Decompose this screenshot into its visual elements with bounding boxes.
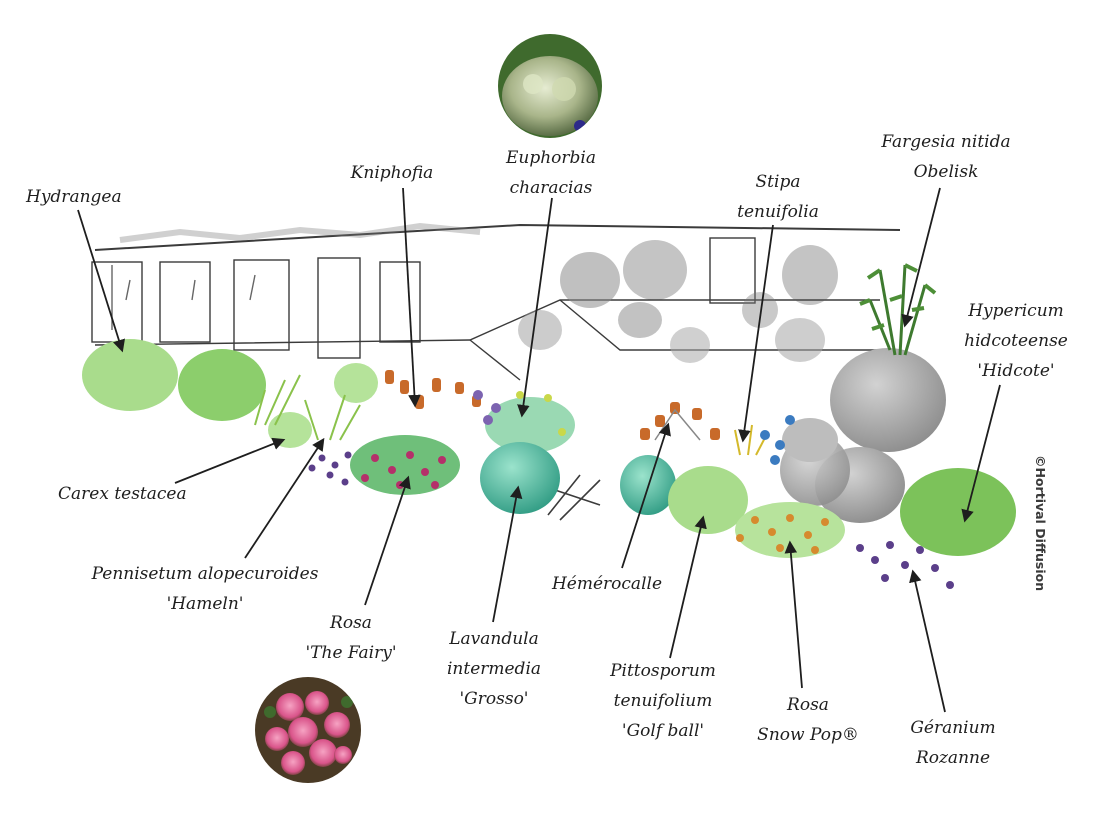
label-pennisetum: Pennisetum alopecuroides'Hameln': [91, 564, 319, 614]
blue-flowers: [760, 415, 795, 465]
arrow-pittosporum: [669, 515, 707, 659]
arrow-lavandula: [492, 485, 523, 623]
hydrangea-plant: [82, 339, 378, 448]
leader-arrows: [77, 187, 1001, 713]
label-carex: Carex testacea: [58, 484, 187, 504]
background-pots: [518, 240, 946, 523]
euphorbia-photo: [498, 34, 602, 138]
label-hydrangea: Hydrangea: [26, 187, 122, 207]
grasses: [254, 374, 769, 456]
arrow-kniphofia: [402, 187, 421, 408]
rosa-fairy-bed: [308, 435, 460, 495]
hypericum-plant: [900, 468, 1016, 556]
arrow-hemerocalle: [621, 422, 671, 569]
label-rosa-fairy: Rosa'The Fairy': [305, 613, 397, 663]
geranium-plant: [856, 541, 954, 589]
arrow-fargesia: [901, 187, 941, 328]
rosa-fairy-photo: [255, 677, 361, 783]
pittosporum-plant: [668, 466, 748, 534]
arrow-geranium: [909, 569, 946, 713]
arrow-rosa-snow: [784, 540, 803, 689]
lavandula-plant: [480, 442, 560, 514]
hemerocalle-plant: [640, 402, 720, 441]
arrow-rosa-fairy: [364, 475, 411, 606]
rosa-snow-pop-bed: [735, 502, 845, 558]
photo-credit: ©Hortival Diffusion: [1033, 455, 1048, 592]
fargesia-plant: [859, 263, 937, 356]
label-hemerocalle: Hémérocalle: [551, 574, 663, 594]
arrow-stipa: [738, 224, 774, 443]
arrow-pennisetum: [244, 437, 325, 559]
arrow-hypericum: [961, 384, 1001, 523]
kniphofia-plant: [385, 370, 481, 409]
euphorbia-plant: [473, 390, 575, 453]
arrow-carex: [174, 437, 286, 484]
arrow-euphorbia: [517, 197, 553, 418]
label-kniphofia: Kniphofia: [350, 163, 434, 183]
arrow-hydrangea: [77, 209, 125, 353]
